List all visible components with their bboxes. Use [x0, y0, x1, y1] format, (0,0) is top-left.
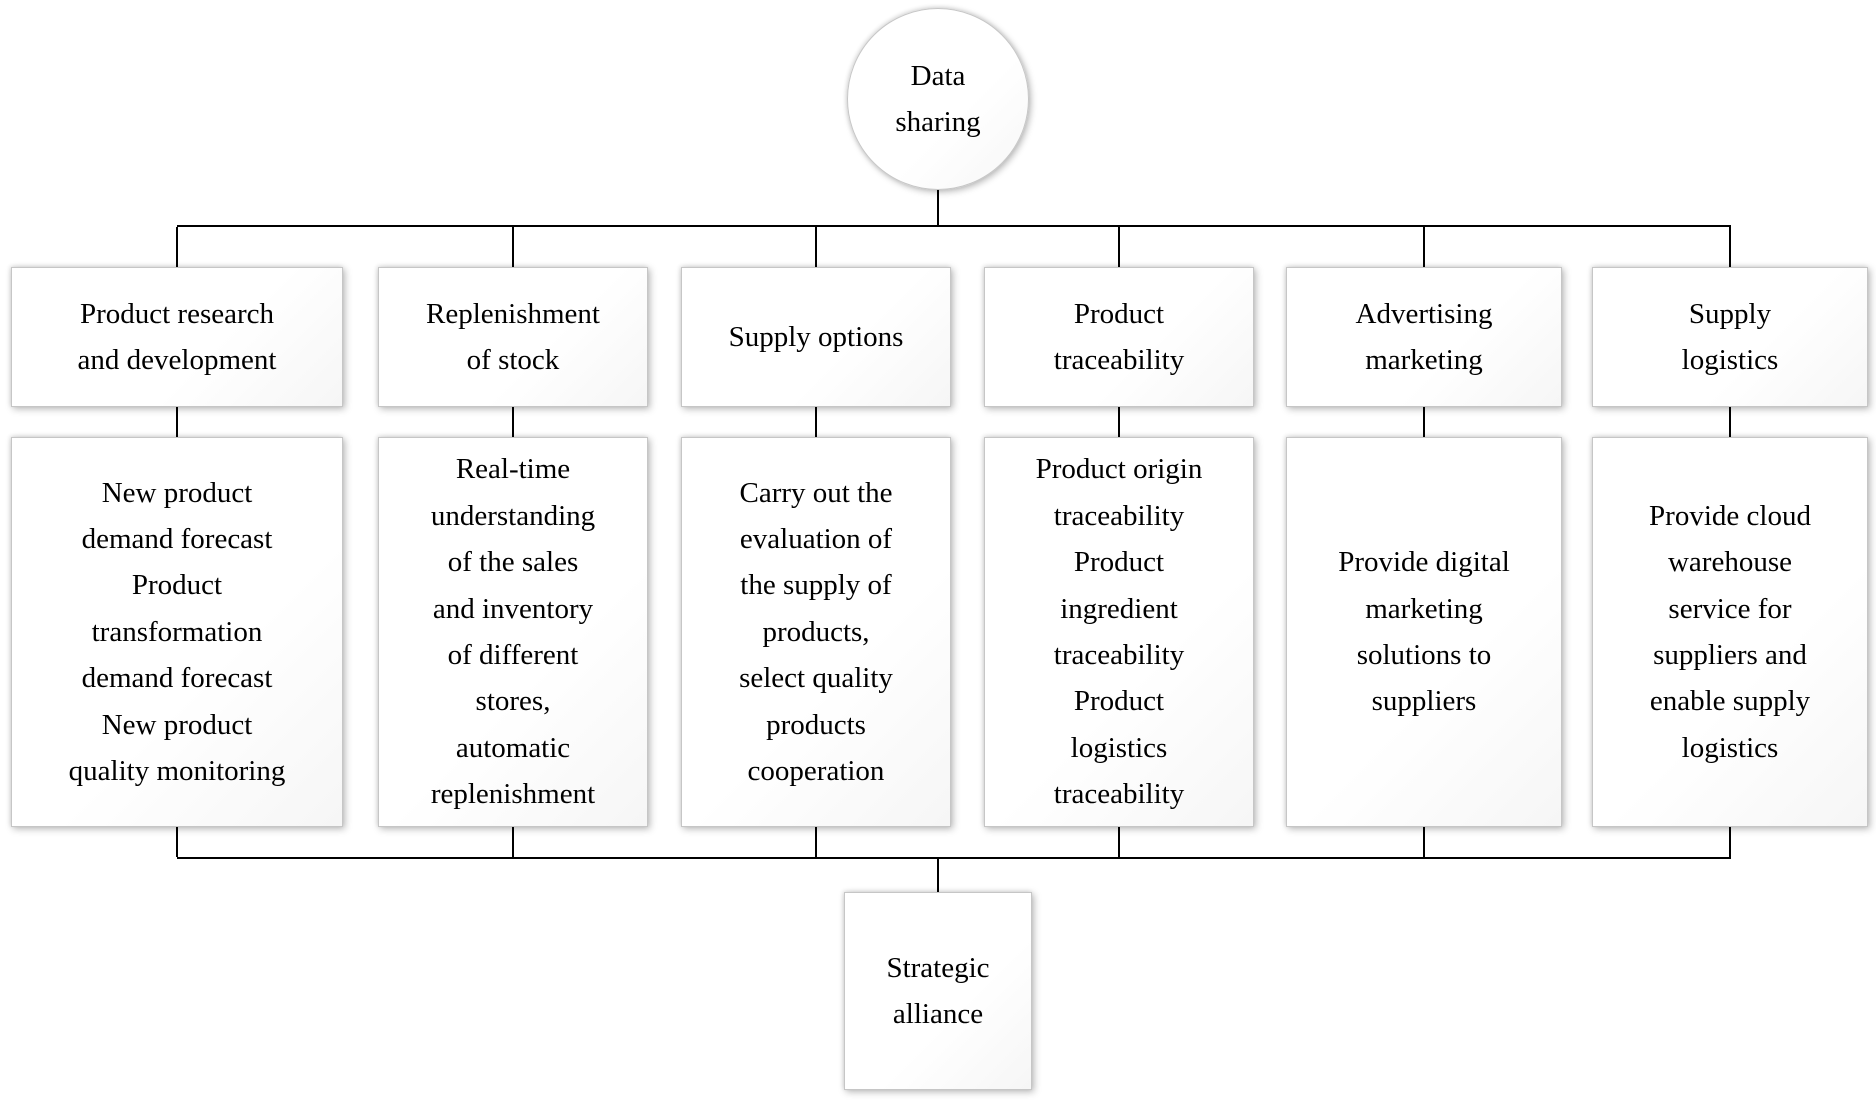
- detail-box-supply-logistics: Provide cloud warehouse service for supp…: [1592, 437, 1868, 827]
- header-box-supply-logistics: Supply logistics: [1592, 267, 1868, 407]
- connector-bottom-stub-6: [1729, 827, 1731, 857]
- connector-bottom-stem: [937, 857, 939, 892]
- header-label-advertising-marketing: Advertising marketing: [1355, 297, 1493, 376]
- connector-top-stub-1: [176, 227, 178, 267]
- header-box-product-research: Product research and development: [11, 267, 343, 407]
- connector-top-stub-2: [512, 227, 514, 267]
- connector-bottom-stub-5: [1423, 827, 1425, 857]
- bottom-node-label: Strategic alliance: [886, 951, 990, 1030]
- connector-bottom-stub-2: [512, 827, 514, 857]
- detail-label-product-traceability: Product origin traceability Product ingr…: [1035, 453, 1203, 811]
- connector-bottom-bus: [177, 857, 1731, 859]
- header-label-supply-options: Supply options: [728, 320, 904, 353]
- header-box-supply-options: Supply options: [681, 267, 951, 407]
- detail-box-supply-options: Carry out the evaluation of the supply o…: [681, 437, 951, 827]
- header-box-product-traceability: Product traceability: [984, 267, 1254, 407]
- connector-top-stub-4: [1118, 227, 1120, 267]
- detail-label-supply-options: Carry out the evaluation of the supply o…: [739, 476, 893, 787]
- header-label-product-research: Product research and development: [77, 297, 277, 376]
- connector-bottom-stub-3: [815, 827, 817, 857]
- connector-top-stub-3: [815, 227, 817, 267]
- connector-mid-stub-4: [1118, 407, 1120, 437]
- connector-top-stub-6: [1729, 227, 1731, 267]
- root-node-data-sharing: Data sharing: [847, 8, 1029, 190]
- connector-bottom-stub-1: [176, 827, 178, 857]
- connector-top-bus: [177, 225, 1731, 227]
- detail-label-supply-logistics: Provide cloud warehouse service for supp…: [1649, 499, 1811, 764]
- connector-mid-stub-6: [1729, 407, 1731, 437]
- detail-box-advertising-marketing: Provide digital marketing solutions to s…: [1286, 437, 1562, 827]
- detail-label-replenishment: Real-time understanding of the sales and…: [430, 453, 596, 811]
- connector-mid-stub-2: [512, 407, 514, 437]
- header-label-replenishment: Replenishment of stock: [426, 297, 600, 376]
- detail-label-advertising-marketing: Provide digital marketing solutions to s…: [1338, 546, 1510, 718]
- header-label-supply-logistics: Supply logistics: [1681, 297, 1779, 376]
- header-box-advertising-marketing: Advertising marketing: [1286, 267, 1562, 407]
- connector-bottom-stub-4: [1118, 827, 1120, 857]
- connector-mid-stub-1: [176, 407, 178, 437]
- bottom-node-strategic-alliance: Strategic alliance: [844, 892, 1032, 1090]
- connector-root-stem: [937, 190, 939, 227]
- connector-mid-stub-5: [1423, 407, 1425, 437]
- header-box-replenishment: Replenishment of stock: [378, 267, 648, 407]
- detail-box-product-traceability: Product origin traceability Product ingr…: [984, 437, 1254, 827]
- detail-label-product-research: New product demand forecast Product tran…: [68, 476, 286, 787]
- connector-mid-stub-3: [815, 407, 817, 437]
- detail-box-replenishment: Real-time understanding of the sales and…: [378, 437, 648, 827]
- detail-box-product-research: New product demand forecast Product tran…: [11, 437, 343, 827]
- connector-top-stub-5: [1423, 227, 1425, 267]
- root-node-label: Data sharing: [895, 59, 981, 138]
- header-label-product-traceability: Product traceability: [1053, 297, 1185, 376]
